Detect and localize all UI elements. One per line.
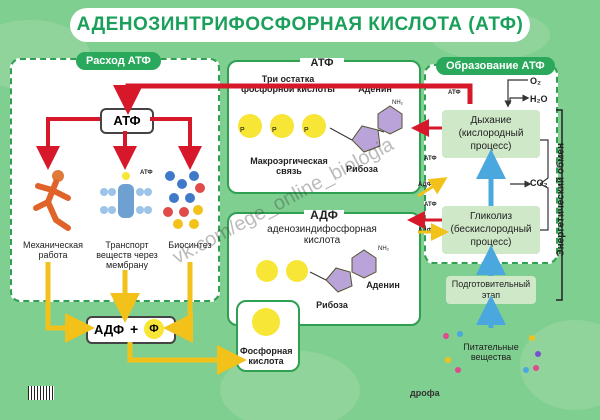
atf-output-1: АТФ <box>448 90 461 96</box>
adp-subtitle: аденозиндифосфорная кислота <box>267 224 377 246</box>
phosphate-symbol: Ф <box>144 319 164 339</box>
formation-tag: Образование АТФ <box>436 57 555 75</box>
adp-adenine-label: Аденин <box>366 280 400 290</box>
atf-output-2: АТФ <box>424 156 437 162</box>
use-label-biosynthesis: Биосинтез <box>168 240 212 250</box>
phosphate-group <box>302 114 326 138</box>
adp-nh2-label: NH₂ <box>378 246 389 252</box>
phosphate-group <box>238 114 262 138</box>
respiration-box: Дыхание (кислородный процесс) <box>442 110 540 158</box>
barcode <box>28 386 54 400</box>
three-phosphates-label: Три остатка фосфорной кислоты <box>241 74 335 94</box>
svg-text:P: P <box>240 127 245 134</box>
phosphoric-acid-label: Фосфорная кислота <box>240 346 293 366</box>
adp-molecule-drawing <box>248 246 408 302</box>
glycolysis-box: Гликолиз (бескислородный процесс) <box>442 206 540 254</box>
phosphate-group <box>286 260 308 282</box>
runner-figure <box>22 168 82 234</box>
atp-nh2-label: NH₂ <box>392 100 403 106</box>
o2-label: O₂ <box>530 76 541 86</box>
atp-molecule-drawing: P P P <box>232 100 412 160</box>
dna-figure <box>160 168 210 230</box>
svg-text:P: P <box>272 127 277 134</box>
bg-blob <box>520 320 600 410</box>
atf-output-3: АТФ <box>424 202 437 208</box>
h2o-label: H₂O <box>530 94 548 104</box>
phosphate-group <box>270 114 294 138</box>
adp-structure-tag: АДФ <box>304 209 344 221</box>
phosphoric-acid-symbol <box>252 308 280 336</box>
phosphate-group <box>256 260 278 282</box>
adf-text: АДФ <box>94 322 125 337</box>
macroergic-bond-label: Макроэргическая связь <box>250 156 328 176</box>
nutrients-label: Питательные вещества <box>463 342 519 362</box>
atf-box: АТФ <box>100 108 154 134</box>
atf-small-label: АТФ <box>140 170 153 176</box>
svg-text:P: P <box>304 127 309 134</box>
nutrient-dots <box>440 330 544 374</box>
consumption-tag: Расход АТФ <box>76 52 161 70</box>
membrane-figure <box>98 170 154 230</box>
poster-title: АДЕНОЗИНТРИФОСФОРНАЯ КИСЛОТА (АТФ) <box>70 8 530 42</box>
atp-structure-tag: АТФ <box>300 58 344 69</box>
use-label-mechanical: Механическая работа <box>22 240 84 260</box>
plus-sign: + <box>130 321 139 337</box>
atp-adenine-label: Аденин <box>358 84 392 94</box>
atp-ribose-label: Рибоза <box>346 164 378 174</box>
use-label-transport: Транспорт веществ через мембрану <box>96 240 158 270</box>
publisher-logo: дрофа <box>410 388 440 398</box>
adp-ribose-label: Рибоза <box>316 300 348 310</box>
co2-label: CO₂ <box>530 178 548 188</box>
